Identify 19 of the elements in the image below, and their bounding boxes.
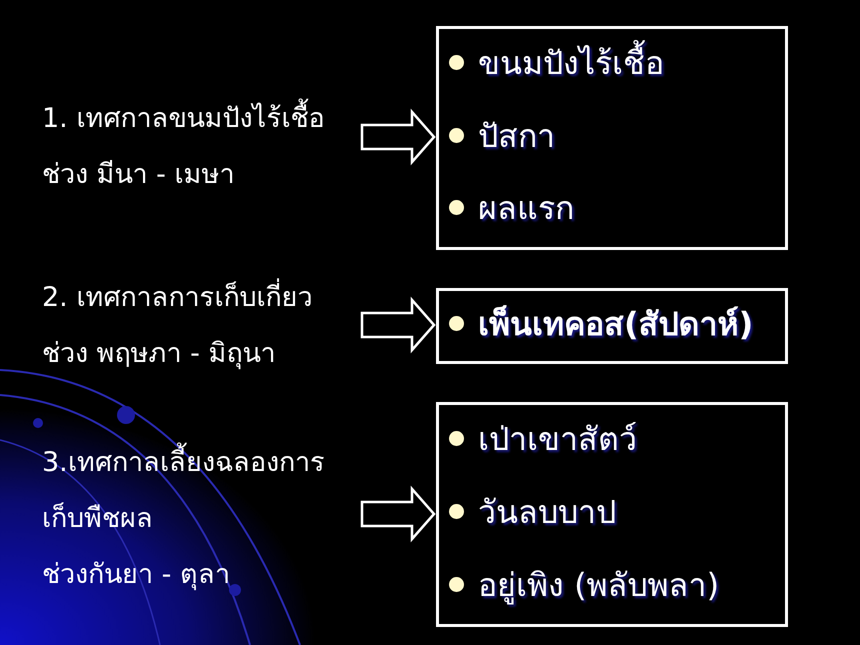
list-item-text: ปัสกา xyxy=(478,116,555,156)
list-item-text: ผลแรก xyxy=(478,188,574,230)
block-arrow xyxy=(360,108,436,166)
list-box xyxy=(436,402,788,627)
list-box xyxy=(436,288,788,364)
festival-text: 2. เทศกาลการเก็บเกี่ยว xyxy=(42,270,360,326)
festival-text: เก็บพืชผล xyxy=(42,501,154,536)
list-item-text: เพ็นเทคอส(สัปดาห์) xyxy=(478,304,754,344)
festival-text: ช่วง พฤษภา - มิถุนา xyxy=(42,337,276,372)
festival-text: ช่วงกันยา - ตุลา xyxy=(42,558,231,592)
list-item-text: วันลบบาป xyxy=(478,492,616,533)
list-box xyxy=(436,26,788,250)
block-arrow xyxy=(360,486,436,542)
list-item-text: เป่าเขาสัตว์ xyxy=(478,419,637,460)
festival-text: ช่วง มีนา - เมษา xyxy=(42,158,236,192)
list-item-text: ขนมปังไร้เชื้อ xyxy=(478,36,664,88)
list-item-text: อยู่เพิง (พลับพลา) xyxy=(478,565,720,606)
block-arrow xyxy=(360,296,436,354)
festival-text: 1. เทศกาลขนมปังไร้เชื้อ xyxy=(42,91,360,147)
